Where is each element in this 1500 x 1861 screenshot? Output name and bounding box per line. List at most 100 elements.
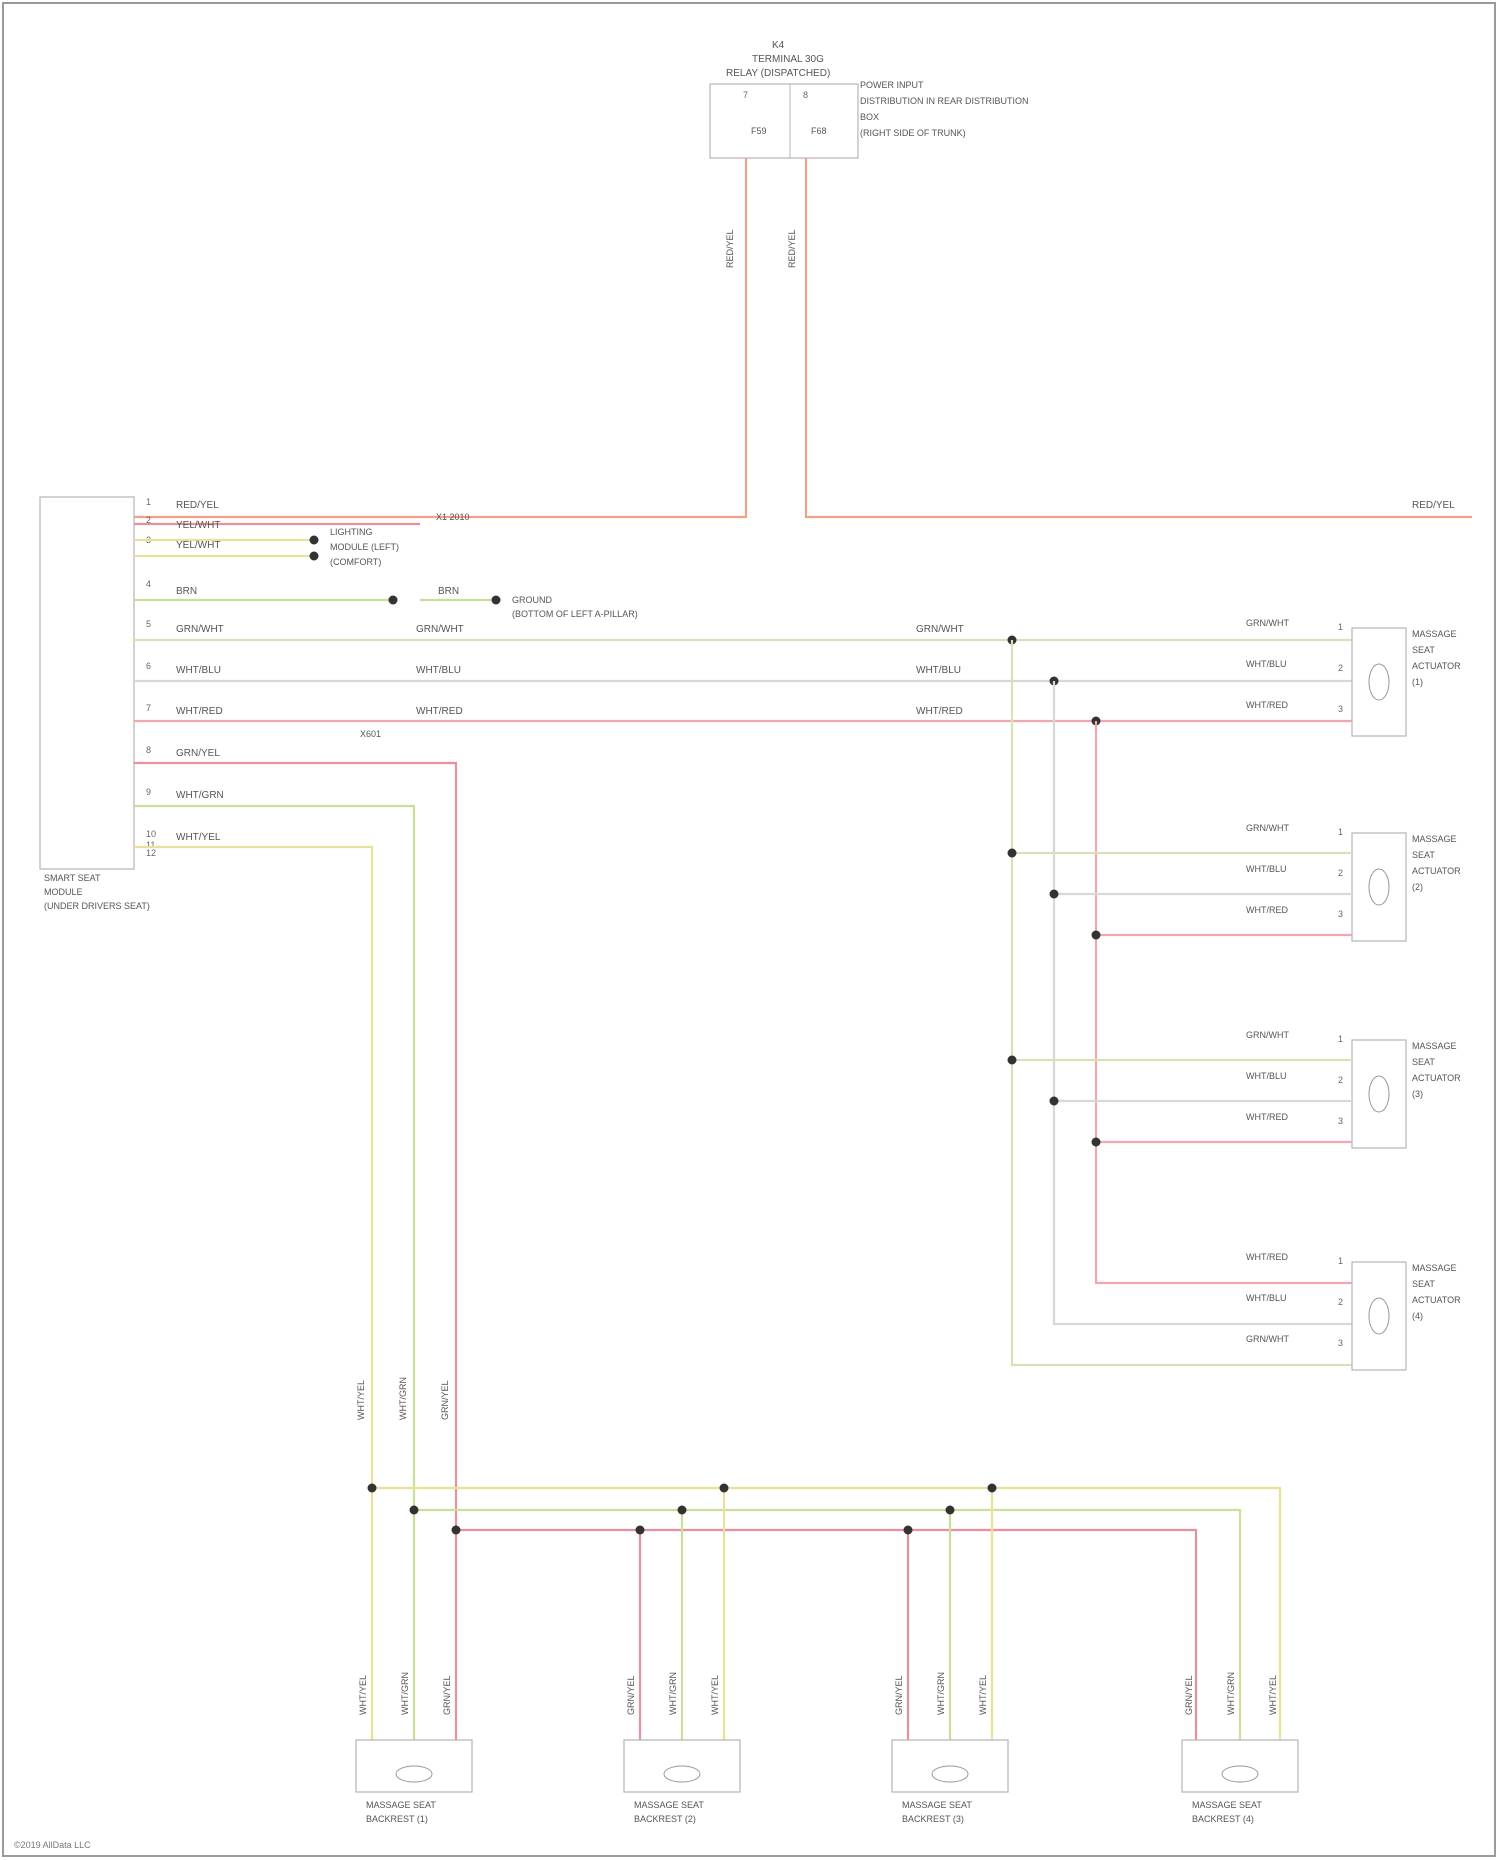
vertical-wire-label: WHT/YEL <box>356 1380 366 1420</box>
actuator-label: MASSAGE <box>1412 834 1457 844</box>
module-pin: 9 <box>146 787 151 797</box>
actuator-pin: 1 <box>1338 1256 1343 1266</box>
actuator-label: (4) <box>1412 1311 1423 1321</box>
module-wire-label: YEL/WHT <box>176 540 220 551</box>
actuator-drop-2 <box>1054 681 1352 1324</box>
actuator-label: (3) <box>1412 1089 1423 1099</box>
actuator-label: (2) <box>1412 882 1423 892</box>
actuator-drop-3 <box>1096 721 1352 1283</box>
actuator-wire-label: GRN/WHT <box>1246 1334 1289 1344</box>
top-component-pin-label: F59 <box>751 126 767 136</box>
mid-wire-label: WHT/BLU <box>416 665 461 676</box>
mid-wire-label: GRN/WHT <box>416 624 464 635</box>
backrest-wire-label: WHT/GRN <box>936 1672 946 1715</box>
feed-wire-right <box>806 158 1472 517</box>
actuator-wire-label: WHT/BLU <box>1246 1293 1287 1303</box>
module-pin: 5 <box>146 619 151 629</box>
module-pin: 4 <box>146 579 151 589</box>
actuator-wire-label: WHT/RED <box>1246 905 1288 915</box>
actuator-wire-label: WHT/RED <box>1246 700 1288 710</box>
module-wire-label: GRN/WHT <box>176 624 224 635</box>
actuator-pin: 1 <box>1338 622 1343 632</box>
actuator-pin: 3 <box>1338 1338 1343 1348</box>
actuator-label: (1) <box>1412 677 1423 687</box>
backrest-label: MASSAGE SEAT <box>366 1800 436 1810</box>
ground-label: BRN <box>438 586 459 597</box>
actuator-wire-label: GRN/WHT <box>1246 823 1289 833</box>
module-pin: 8 <box>146 745 151 755</box>
backrest-wire-label: WHT/GRN <box>1226 1672 1236 1715</box>
top-wire-label: RED/YEL <box>787 229 797 268</box>
top-component-pin: 7 <box>743 90 748 100</box>
actuator-pin: 2 <box>1338 868 1343 878</box>
mid-wire-label: WHT/BLU <box>916 665 961 676</box>
backrest-label: MASSAGE SEAT <box>902 1800 972 1810</box>
top-component-note: BOX <box>860 112 879 122</box>
backrest-feed-1 <box>134 763 456 1760</box>
module-pin: 10 <box>146 829 156 839</box>
actuator-pin: 1 <box>1338 827 1343 837</box>
bus-dot <box>368 1484 377 1493</box>
actuator-wire-label: WHT/RED <box>1246 1112 1288 1122</box>
module-pin: 1 <box>146 497 151 507</box>
actuator-splice <box>1008 1056 1017 1065</box>
actuator-drop-1 <box>1012 640 1352 1365</box>
top-component-note: POWER INPUT <box>860 80 924 90</box>
top-component-title: K4 <box>772 40 785 51</box>
actuator-label: SEAT <box>1412 1057 1435 1067</box>
module-wire-label: WHT/RED <box>176 706 223 717</box>
connector-note: X601 <box>360 729 381 739</box>
mid-wire-label: GRN/WHT <box>916 624 964 635</box>
backrest-wire-label: GRN/YEL <box>894 1675 904 1715</box>
top-component-title: RELAY (DISPATCHED) <box>726 68 830 79</box>
actuator-pin: 3 <box>1338 1116 1343 1126</box>
actuator-label: MASSAGE <box>1412 1041 1457 1051</box>
actuator-wire-label: WHT/BLU <box>1246 659 1287 669</box>
backrest-label: BACKREST (4) <box>1192 1814 1254 1824</box>
module-wire-label: WHT/YEL <box>176 832 221 843</box>
module-label: (UNDER DRIVERS SEAT) <box>44 901 150 911</box>
actuator-label: SEAT <box>1412 850 1435 860</box>
top-component-pin: 8 <box>803 90 808 100</box>
backrest-label: BACKREST (2) <box>634 1814 696 1824</box>
actuator-wire-label: WHT/RED <box>1246 1252 1288 1262</box>
actuator-label: ACTUATOR <box>1412 661 1461 671</box>
actuator-label: MASSAGE <box>1412 629 1457 639</box>
actuator-wire-label: WHT/BLU <box>1246 1071 1287 1081</box>
module-pin: 7 <box>146 703 151 713</box>
backrest-symbol <box>664 1766 700 1782</box>
backrest-wire-label: WHT/YEL <box>358 1675 368 1715</box>
top-component-note: (RIGHT SIDE OF TRUNK) <box>860 128 966 138</box>
copyright-footer: ©2019 AllData LLC <box>14 1840 91 1850</box>
right-wire-label: RED/YEL <box>1412 500 1455 511</box>
backrest-symbol <box>932 1766 968 1782</box>
mid-wire-label: WHT/RED <box>916 706 963 717</box>
backrest-wire-label: GRN/YEL <box>1184 1675 1194 1715</box>
backrest-bus-1 <box>372 1488 1280 1760</box>
actuator-pin: 2 <box>1338 1297 1343 1307</box>
actuator-label: SEAT <box>1412 645 1435 655</box>
module-wire-label: WHT/GRN <box>176 790 224 801</box>
actuator-symbol <box>1369 869 1389 905</box>
ground-splice <box>389 596 398 605</box>
module-pin: 6 <box>146 661 151 671</box>
backrest-bus-3 <box>456 1530 1196 1760</box>
actuator-label: SEAT <box>1412 1279 1435 1289</box>
top-component-note: DISTRIBUTION IN REAR DISTRIBUTION <box>860 96 1029 106</box>
actuator-symbol <box>1369 664 1389 700</box>
top-component-title: TERMINAL 30G <box>752 54 824 65</box>
module-wire-label: RED/YEL <box>176 500 219 511</box>
actuator-splice <box>1050 1097 1059 1106</box>
actuator-pin: 3 <box>1338 909 1343 919</box>
backrest-label: BACKREST (1) <box>366 1814 428 1824</box>
module-label: MODULE <box>44 887 83 897</box>
bus-dot <box>410 1506 419 1515</box>
splice-label: X1 2010 <box>436 512 470 522</box>
actuator-label: ACTUATOR <box>1412 1295 1461 1305</box>
ground-point <box>492 596 501 605</box>
backrest-wire-label: WHT/GRN <box>668 1672 678 1715</box>
backrest-wire-label: GRN/YEL <box>442 1675 452 1715</box>
actuator-splice <box>1008 849 1017 858</box>
bus-dot <box>452 1526 461 1535</box>
